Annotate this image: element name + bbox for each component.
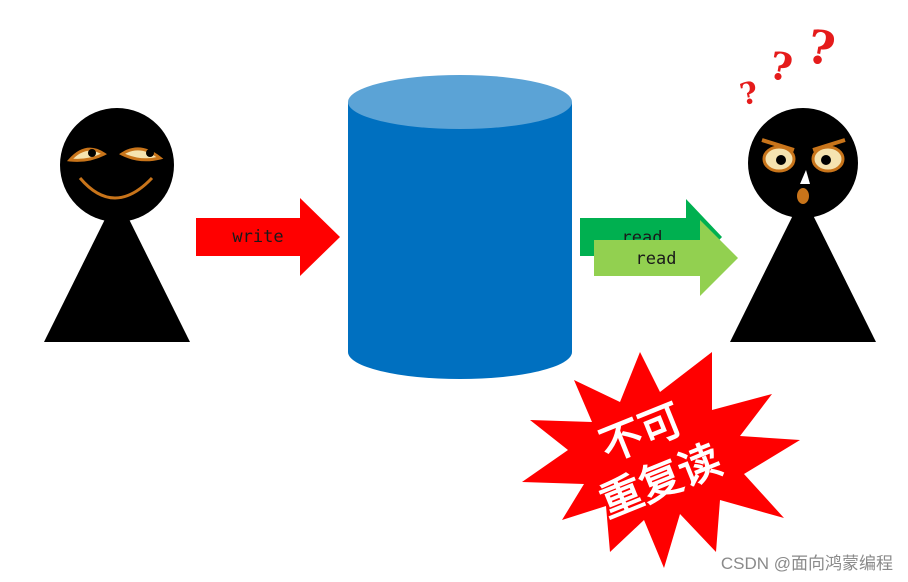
write-arrow: write (196, 198, 340, 276)
reader-mouth-icon (797, 188, 809, 204)
database-icon (348, 75, 572, 379)
read-arrow-front-label: read (636, 249, 677, 269)
reader-figure (730, 108, 876, 342)
writer-figure (44, 108, 190, 342)
question-marks: ? ? ? (737, 19, 839, 113)
question-mark-medium: ? (766, 42, 796, 90)
watermark-text: CSDN @面向鸿蒙编程 (721, 554, 893, 573)
question-mark-small: ? (737, 75, 761, 113)
question-mark-large: ? (803, 19, 839, 77)
explosion-burst: 不可 重复读 (522, 352, 800, 568)
write-arrow-label: write (232, 227, 283, 247)
writer-head (60, 108, 174, 222)
